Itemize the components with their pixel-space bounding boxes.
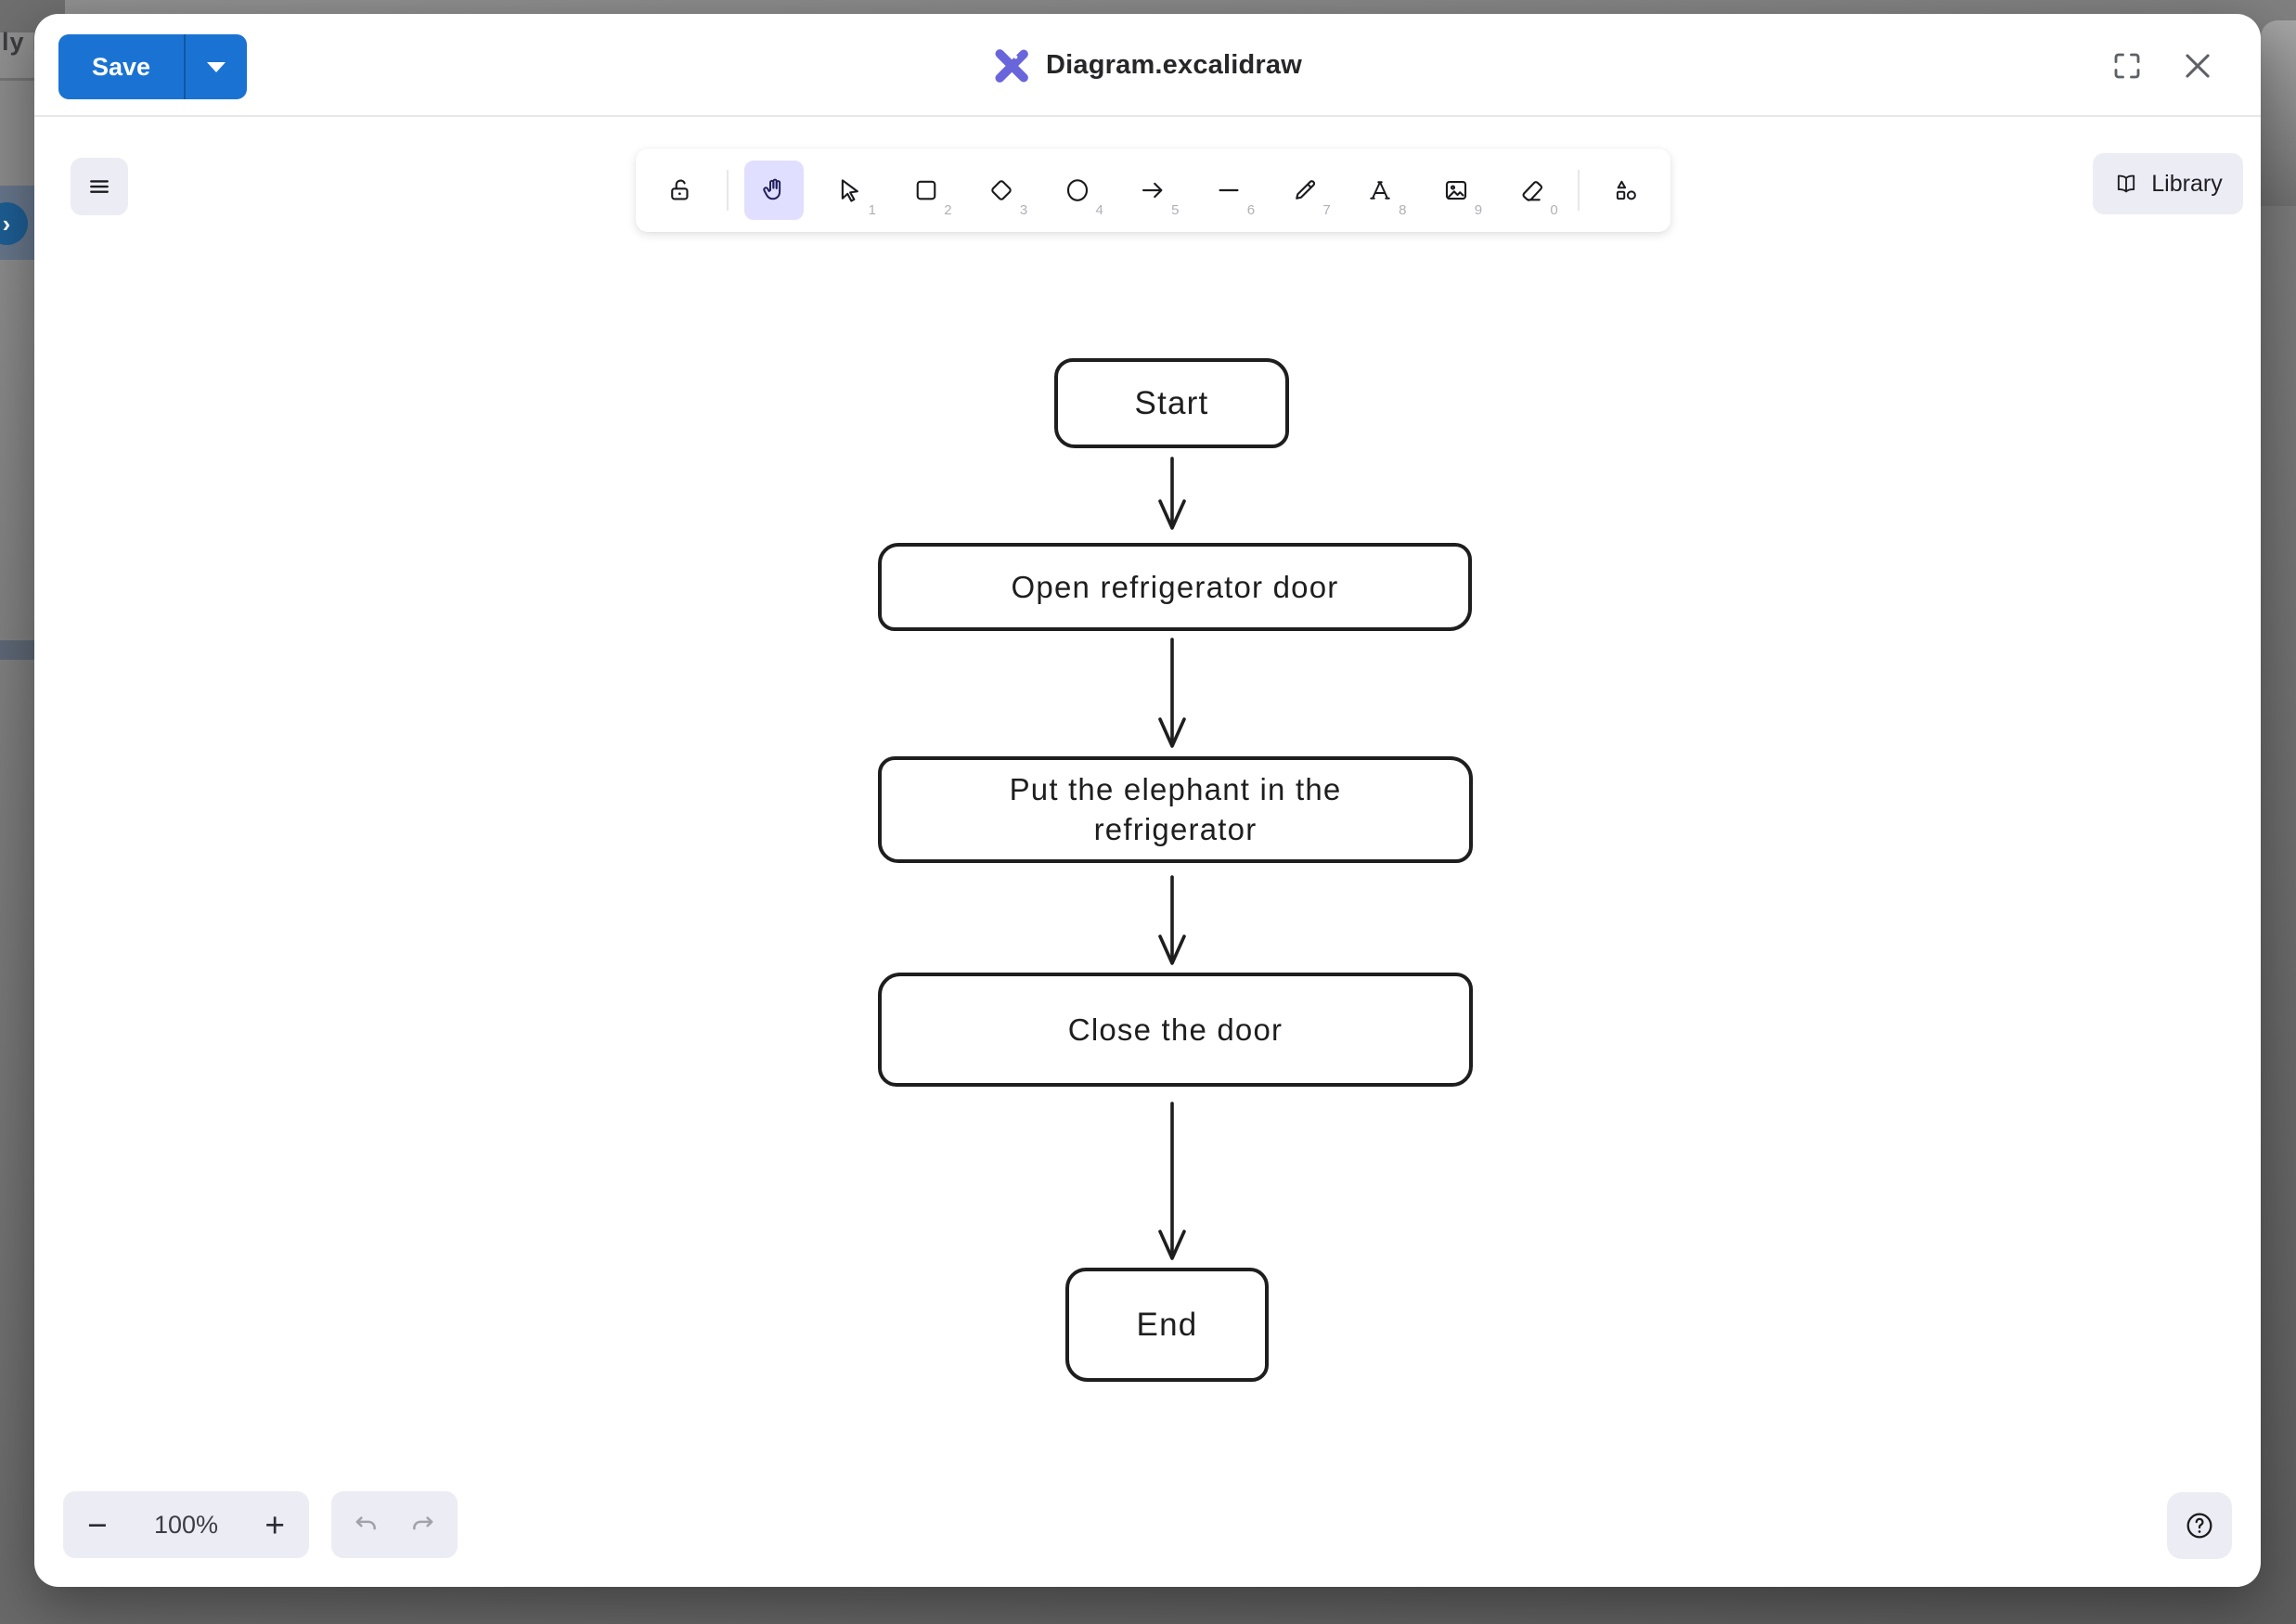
flow-arrow-open-put[interactable] xyxy=(1152,638,1193,751)
backdrop-header-divider xyxy=(0,78,65,81)
library-button-label: Library xyxy=(2151,170,2223,197)
save-button-label: Save xyxy=(92,52,151,81)
title-area: Diagram.excalidraw xyxy=(34,14,2261,117)
text-icon xyxy=(1370,181,1391,200)
tool-diamond[interactable]: 3 xyxy=(972,161,1031,220)
tool-shortcut: 0 xyxy=(1550,202,1558,218)
tool-shortcut: 7 xyxy=(1322,202,1331,218)
tool-ellipse[interactable]: 4 xyxy=(1048,161,1107,220)
fullscreen-button[interactable] xyxy=(2109,47,2146,84)
close-button[interactable] xyxy=(2179,47,2216,84)
close-icon xyxy=(2186,53,2210,78)
tool-image[interactable]: 9 xyxy=(1426,161,1486,220)
toolbar-divider xyxy=(726,170,729,211)
redo-icon xyxy=(413,1516,433,1530)
flow-node-end[interactable]: End xyxy=(1065,1268,1269,1382)
tool-shortcut: 8 xyxy=(1399,202,1407,218)
library-button[interactable]: Library xyxy=(2093,153,2243,214)
save-split-button: Save xyxy=(58,34,248,99)
tool-eraser[interactable]: 0 xyxy=(1503,161,1562,220)
excalidraw-logo-icon xyxy=(995,48,1028,83)
tool-shortcut: 6 xyxy=(1246,202,1256,218)
fullscreen-icon xyxy=(2114,53,2140,78)
zoom-controls: − 100% + xyxy=(63,1491,309,1558)
zoom-in-button[interactable]: + xyxy=(264,1505,285,1544)
tool-shortcut: 1 xyxy=(868,202,876,218)
flow-node-open[interactable]: Open refrigerator door xyxy=(878,543,1472,631)
flow-node-put[interactable]: Put the elephant in the refrigerator xyxy=(878,756,1473,863)
ellipse-icon xyxy=(1066,179,1088,201)
diamond-icon xyxy=(991,180,1012,200)
flow-arrow-put-close[interactable] xyxy=(1152,875,1193,968)
tool-shortcut: 3 xyxy=(1019,202,1028,218)
excalidraw-modal: Save Diagram.excalidraw xyxy=(34,14,2261,1587)
flow-node-label: Start xyxy=(1134,384,1209,421)
header-right-actions xyxy=(2109,14,2216,117)
flow-node-start[interactable]: Start xyxy=(1054,358,1289,448)
flow-arrow-start-open[interactable] xyxy=(1152,457,1193,533)
tool-draw[interactable]: 7 xyxy=(1275,161,1335,220)
flow-node-label: Close the door xyxy=(1067,1012,1283,1047)
zoom-out-button[interactable]: − xyxy=(87,1505,108,1544)
chevron-right-icon: › xyxy=(2,209,11,238)
tool-line[interactable]: 6 xyxy=(1199,161,1258,220)
flow-arrow-close-end[interactable] xyxy=(1152,1102,1193,1263)
tool-shortcut: 2 xyxy=(944,202,952,218)
help-icon xyxy=(2186,1513,2212,1539)
arrow-icon xyxy=(1142,182,1163,199)
backdrop-right-corner xyxy=(2261,20,2296,206)
save-options-button[interactable] xyxy=(186,34,247,99)
tool-selection[interactable]: 1 xyxy=(820,161,880,220)
main-menu-button[interactable] xyxy=(71,158,128,215)
pencil-icon xyxy=(1295,180,1315,200)
save-button-divider xyxy=(184,34,187,99)
flow-node-label: Open refrigerator door xyxy=(1011,569,1339,604)
flow-node-label: End xyxy=(1136,1306,1198,1343)
history-controls xyxy=(331,1491,458,1558)
tool-lock[interactable] xyxy=(651,161,710,220)
chevron-down-icon xyxy=(207,61,226,72)
tool-more-shapes[interactable] xyxy=(1596,161,1656,220)
undo-button[interactable] xyxy=(346,1504,387,1545)
save-button[interactable]: Save xyxy=(58,34,184,99)
tool-arrow[interactable]: 5 xyxy=(1123,161,1182,220)
book-icon xyxy=(2118,174,2135,193)
tool-shortcut: 5 xyxy=(1171,202,1180,218)
undo-icon xyxy=(355,1516,376,1530)
flow-node-label: Put the elephant in the refrigerator xyxy=(1009,772,1342,846)
line-icon xyxy=(1219,188,1239,192)
tool-shortcut: 4 xyxy=(1095,202,1103,218)
tool-hand[interactable] xyxy=(744,161,805,220)
hamburger-menu-icon xyxy=(90,180,109,193)
file-title: Diagram.excalidraw xyxy=(1045,50,1302,80)
redo-button[interactable] xyxy=(402,1504,443,1545)
help-button[interactable] xyxy=(2167,1492,2232,1559)
image-icon xyxy=(1445,180,1467,200)
tool-rectangle[interactable]: 2 xyxy=(896,161,956,220)
unlock-icon xyxy=(671,179,689,200)
flow-node-close[interactable]: Close the door xyxy=(878,973,1473,1087)
eraser-icon xyxy=(1522,181,1542,201)
pointer-icon xyxy=(841,179,858,202)
shapes-icon xyxy=(1616,180,1636,200)
toolbar-divider xyxy=(1578,170,1580,211)
tool-toolbar: 1 2 3 4 5 xyxy=(636,148,1670,232)
tool-text[interactable]: 8 xyxy=(1350,161,1410,220)
hand-icon xyxy=(763,178,781,200)
tool-shortcut: 9 xyxy=(1474,202,1483,218)
rectangle-icon xyxy=(916,180,935,200)
modal-header: Save Diagram.excalidraw xyxy=(34,14,2261,117)
zoom-level[interactable]: 100% xyxy=(153,1510,219,1539)
